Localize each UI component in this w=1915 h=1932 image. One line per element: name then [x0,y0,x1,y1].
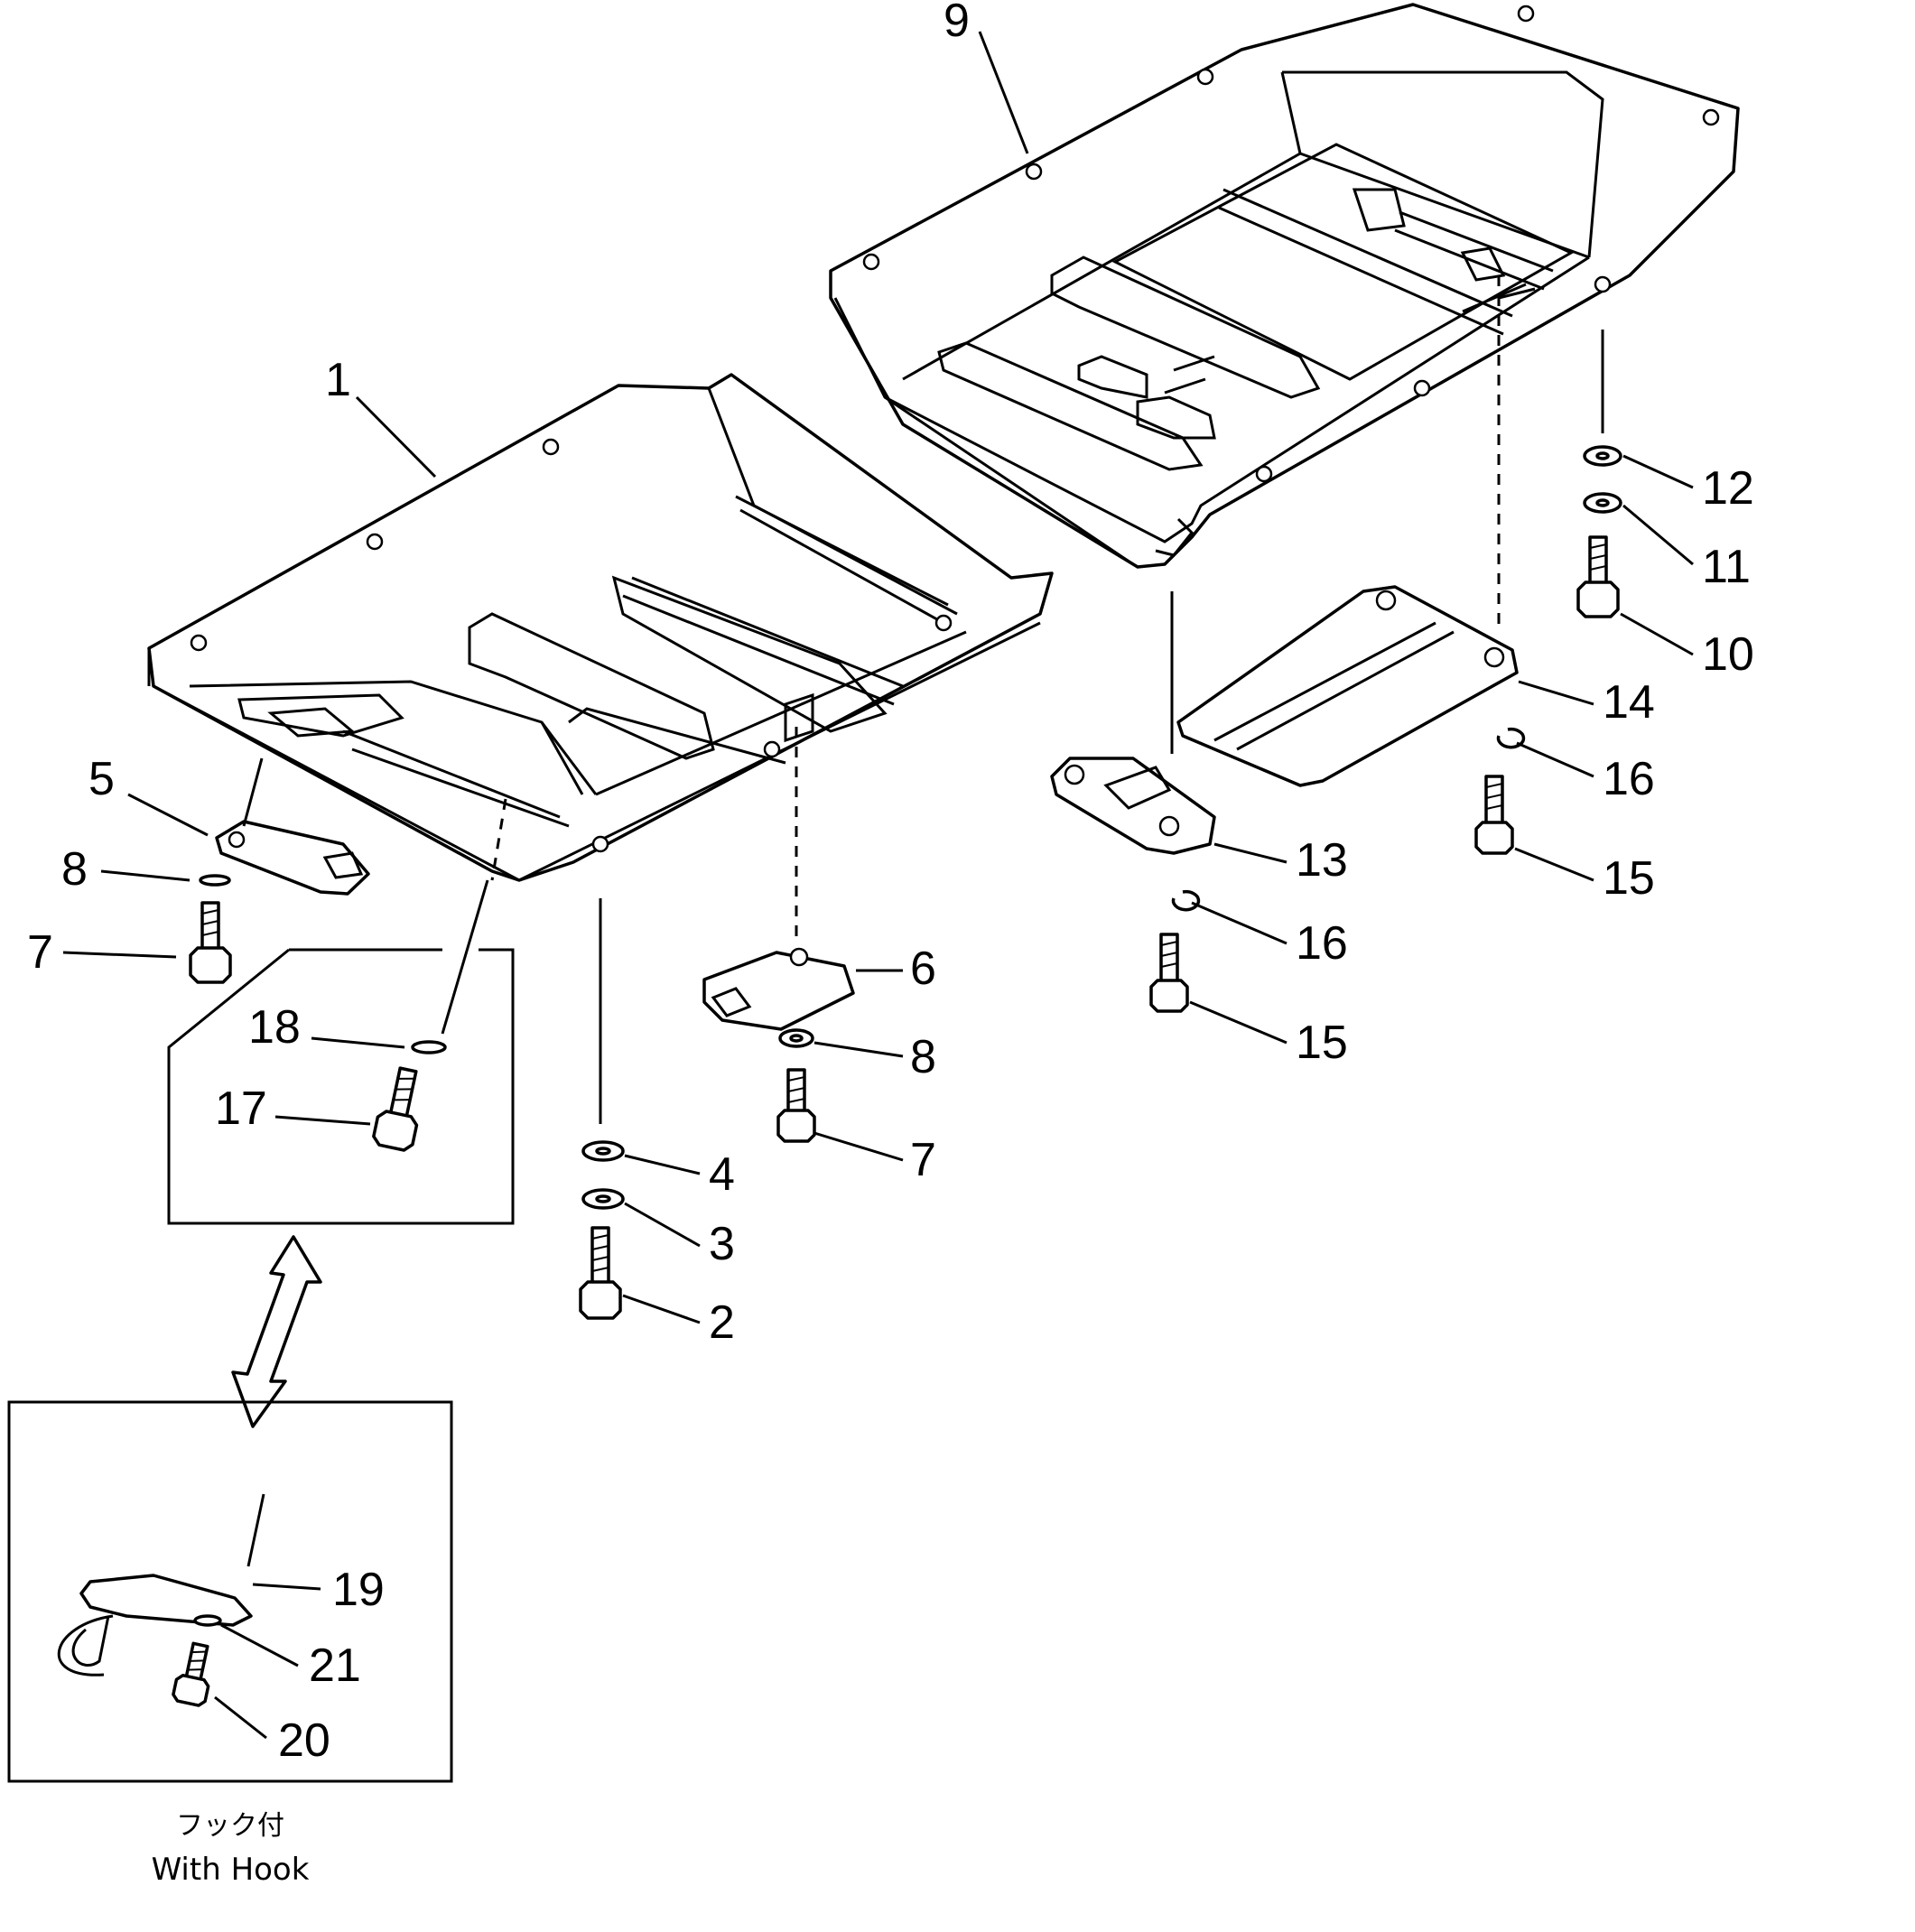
bolt-17 [372,1066,419,1152]
callout-12: 12 [1702,462,1754,515]
callout-8-right: 8 [910,1031,936,1083]
callout-21: 21 [309,1639,361,1692]
caption: フック付 With Hook [152,1810,310,1888]
caption-japanese: フック付 [176,1810,284,1842]
caption-english: With Hook [152,1852,310,1888]
assembly-lines [242,275,1604,1567]
callout-11: 11 [1702,541,1751,593]
callout-13: 13 [1296,834,1348,887]
callout-8-left: 8 [61,843,88,896]
part-13-plate [1050,757,1216,855]
washers [193,445,1622,1627]
callout-20: 20 [278,1714,330,1767]
callout-15-lower: 15 [1296,1017,1348,1069]
callout-18: 18 [248,1001,301,1054]
double-arrow [231,1235,322,1428]
callout-labels: 1 9 5 8 7 18 17 4 3 2 6 8 7 12 11 10 14 … [27,0,1754,1767]
bolt-15-lower [1149,933,1189,1013]
part-14-plate [1176,585,1519,787]
part-6-plate [702,947,855,1031]
callout-2: 2 [709,1296,735,1349]
bolt-7-right [776,1068,816,1143]
callout-7-right: 7 [910,1134,936,1186]
part-9-cover [829,3,1740,569]
bolt-15-upper [1474,775,1514,855]
bolt-7-left [189,901,232,984]
callout-14: 14 [1603,676,1655,729]
leader-lines [62,31,1694,1740]
bolt-20 [172,1641,210,1707]
callout-19: 19 [332,1564,385,1616]
callout-15-upper: 15 [1603,852,1655,905]
part-5-plate [215,820,370,896]
bolt-10 [1576,535,1620,618]
callout-17: 17 [215,1082,267,1135]
inset-box-hook [7,1400,453,1783]
callout-5: 5 [88,753,115,805]
part-19-plate [57,1574,253,1677]
callout-4: 4 [709,1148,735,1201]
inset-box-upper [167,948,515,1225]
callout-16-upper: 16 [1603,753,1655,805]
callout-1: 1 [325,354,351,406]
callout-10: 10 [1702,628,1754,681]
part-1-cover [147,373,1054,882]
callout-6: 6 [910,943,936,995]
callout-3: 3 [709,1218,735,1270]
callout-9: 9 [944,0,970,47]
callout-7-left: 7 [27,926,53,979]
bolt-2 [579,1226,622,1320]
callout-16-lower: 16 [1296,917,1348,970]
